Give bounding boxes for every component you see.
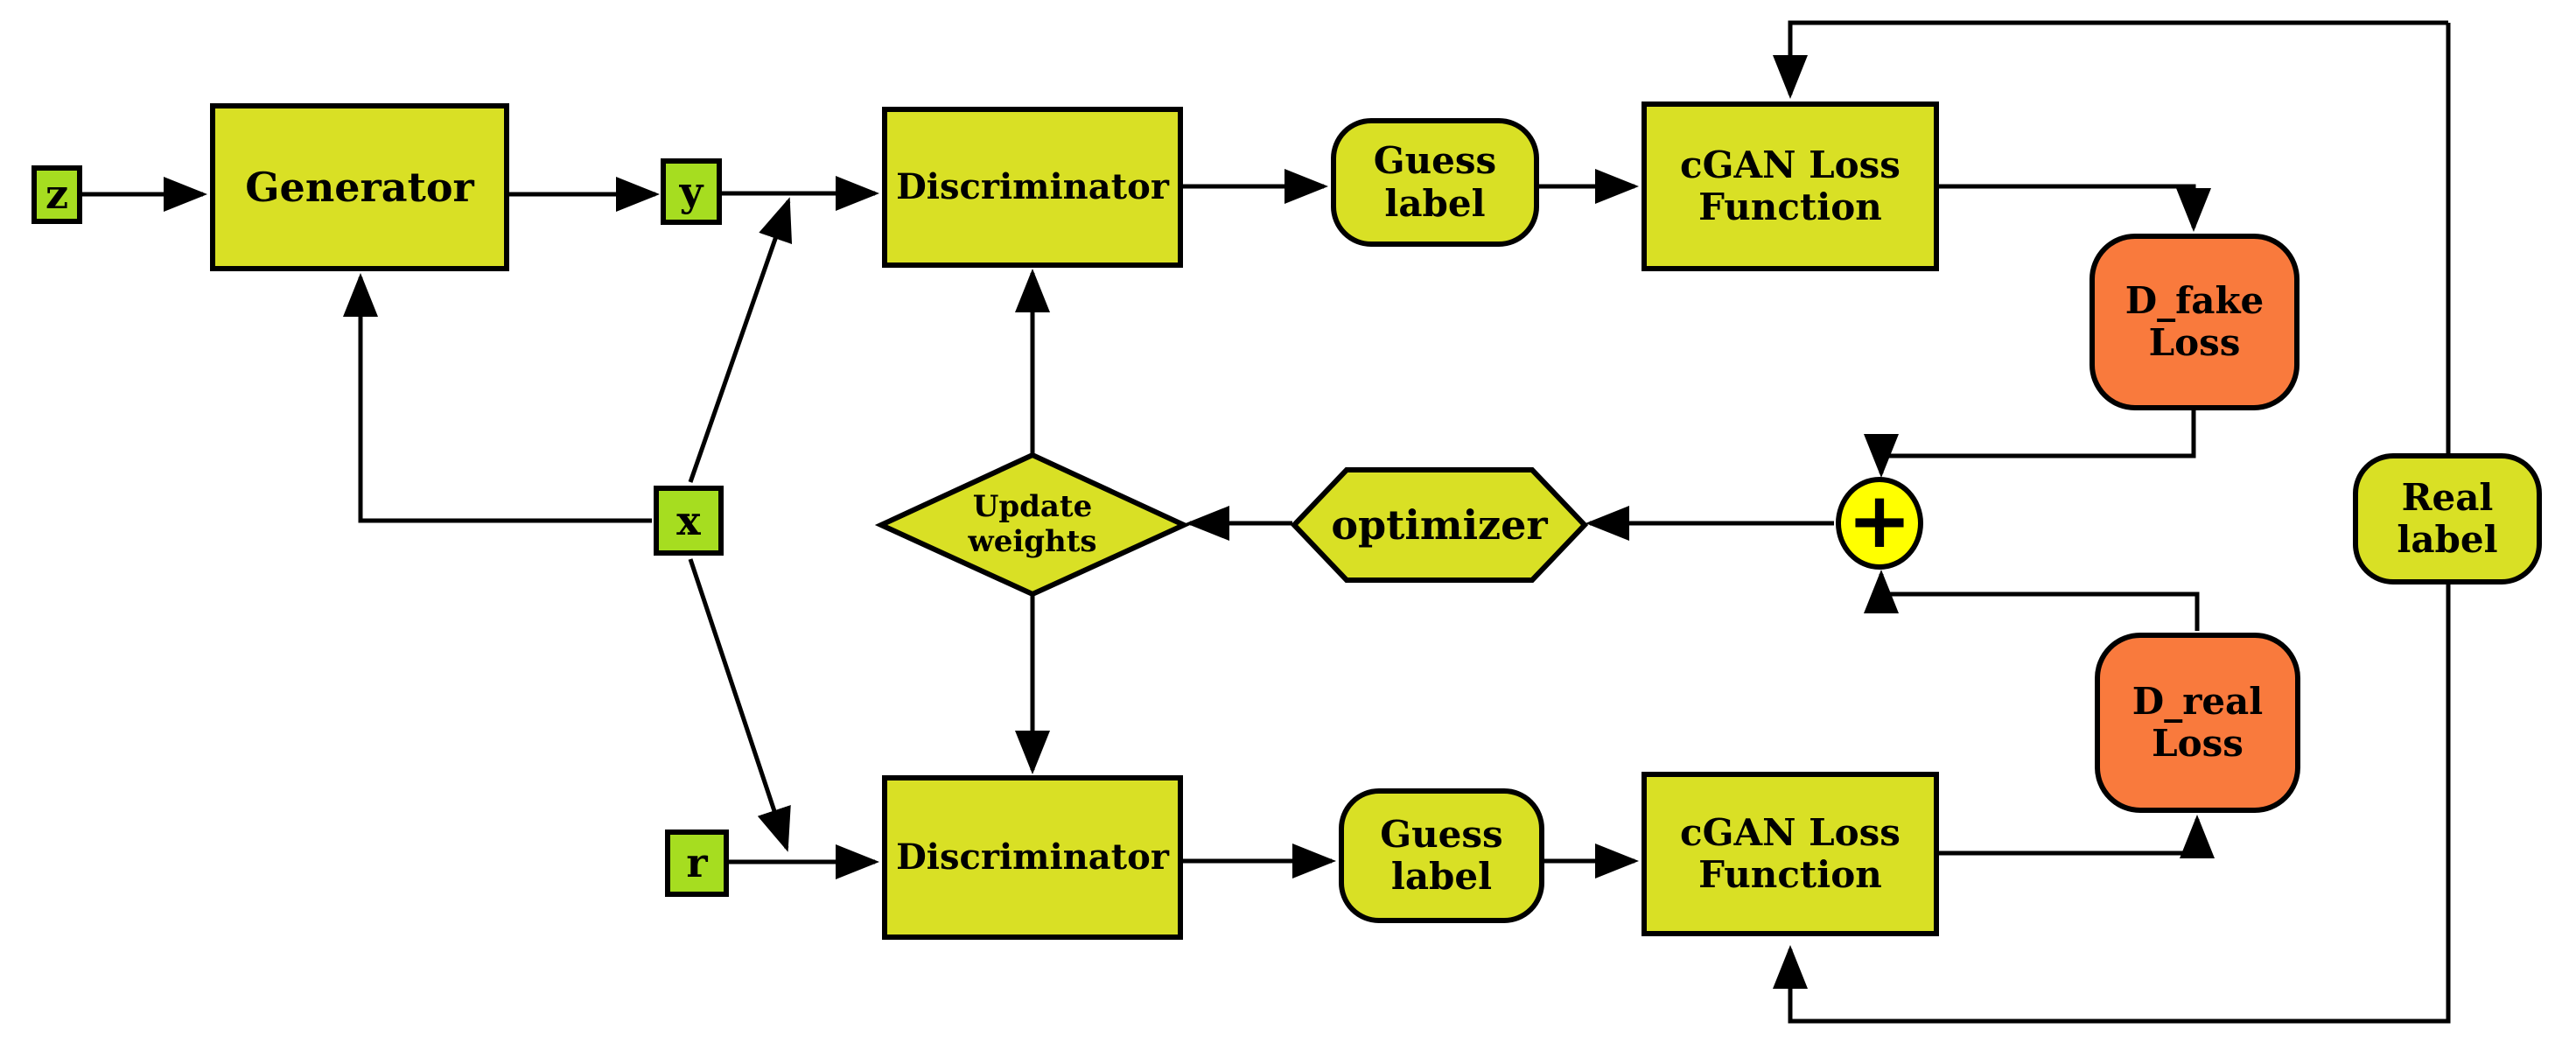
edge-dreal-plus <box>1864 570 2200 631</box>
guess-bottom-line1: Guess <box>1380 812 1503 856</box>
update-weights-line1: Update <box>972 489 1093 525</box>
node-discriminator-top: Discriminator <box>882 107 1183 268</box>
cgan-top-line1: cGAN Loss <box>1680 143 1900 186</box>
node-y-label: y <box>679 167 704 215</box>
node-update-weights: Update weights <box>881 455 1184 594</box>
edge-cgan-top-dfake <box>1939 184 2211 232</box>
guess-top-line1: Guess <box>1373 139 1497 183</box>
edge-x-tap-top-line <box>688 197 793 483</box>
node-z-label: z <box>45 171 69 219</box>
edge-x-tap-bottom-line <box>688 558 791 852</box>
node-x: x <box>654 486 724 556</box>
plus-junction: + <box>1836 477 1923 570</box>
dreal-line2: Loss <box>2152 722 2244 765</box>
node-r-label: r <box>686 839 708 887</box>
node-x-label: x <box>676 496 701 544</box>
real-label-line1: Real <box>2401 475 2494 519</box>
dfake-line1: D_fake <box>2124 278 2264 322</box>
node-optimizer-label: optimizer <box>1331 500 1548 549</box>
plus-icon: + <box>1847 475 1912 565</box>
node-d-fake-loss: D_fake Loss <box>2090 234 2300 410</box>
dfake-line2: Loss <box>2148 321 2241 364</box>
node-guess-label-top: Guess label <box>1331 118 1539 247</box>
edge-cgan-bottom-dreal <box>1939 815 2215 858</box>
node-z: z <box>32 165 82 224</box>
real-label-line2: label <box>2397 518 2498 561</box>
node-discriminator-top-label: Discriminator <box>896 166 1169 207</box>
node-d-real-loss: D_real Loss <box>2095 633 2300 813</box>
cgan-top-line2: Function <box>1698 186 1882 228</box>
node-generator-label: Generator <box>245 163 474 211</box>
guess-bottom-line2: label <box>1390 855 1493 898</box>
node-discriminator-bottom: Discriminator <box>882 775 1183 940</box>
cgan-bottom-line2: Function <box>1698 853 1882 896</box>
optimizer-hexagon <box>1290 467 1589 583</box>
edge-reallabel-loop-top <box>1773 20 2448 99</box>
node-optimizer: optimizer <box>1294 470 1585 580</box>
edge-dfake-plus <box>1864 410 2196 478</box>
guess-top-line2: label <box>1384 181 1486 225</box>
edge-x-generator-feedback <box>343 273 652 523</box>
node-generator: Generator <box>210 103 509 271</box>
node-real-label: Real label <box>2353 453 2542 584</box>
node-guess-label-bottom: Guess label <box>1339 788 1544 923</box>
node-cgan-loss-top: cGAN Loss Function <box>1642 102 1939 271</box>
node-r: r <box>665 830 729 897</box>
update-weights-line2: weights <box>968 523 1097 559</box>
node-cgan-loss-bottom: cGAN Loss Function <box>1642 772 1939 936</box>
edge-reallabel-loop-bottom <box>1773 584 2451 1024</box>
node-discriminator-bottom-label: Discriminator <box>896 836 1169 878</box>
update-weights-diamond <box>874 452 1191 598</box>
node-y: y <box>661 158 722 225</box>
cgan-bottom-line1: cGAN Loss <box>1680 810 1900 854</box>
dreal-line1: D_real <box>2132 679 2264 723</box>
